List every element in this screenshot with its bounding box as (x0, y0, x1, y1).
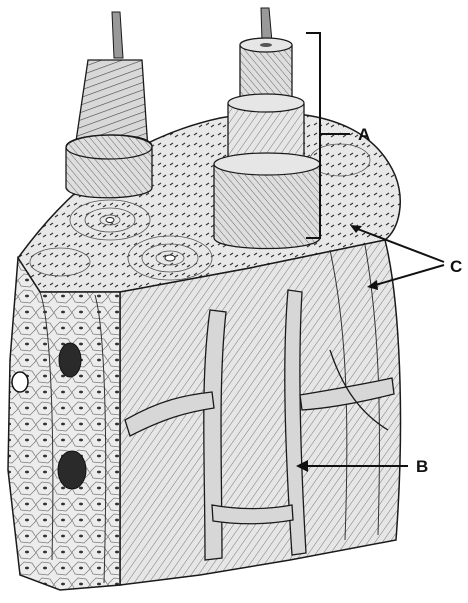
osteon-lamellae (214, 8, 320, 249)
nutrient-canal (58, 451, 86, 489)
nutrient-canal-opening (12, 372, 28, 392)
bone-side-face (8, 258, 120, 590)
nutrient-canal (59, 343, 81, 377)
label-a: A (358, 125, 370, 144)
label-b: B (416, 457, 428, 476)
collagen-fiber-bundle (66, 12, 152, 198)
label-c: C (450, 257, 462, 276)
